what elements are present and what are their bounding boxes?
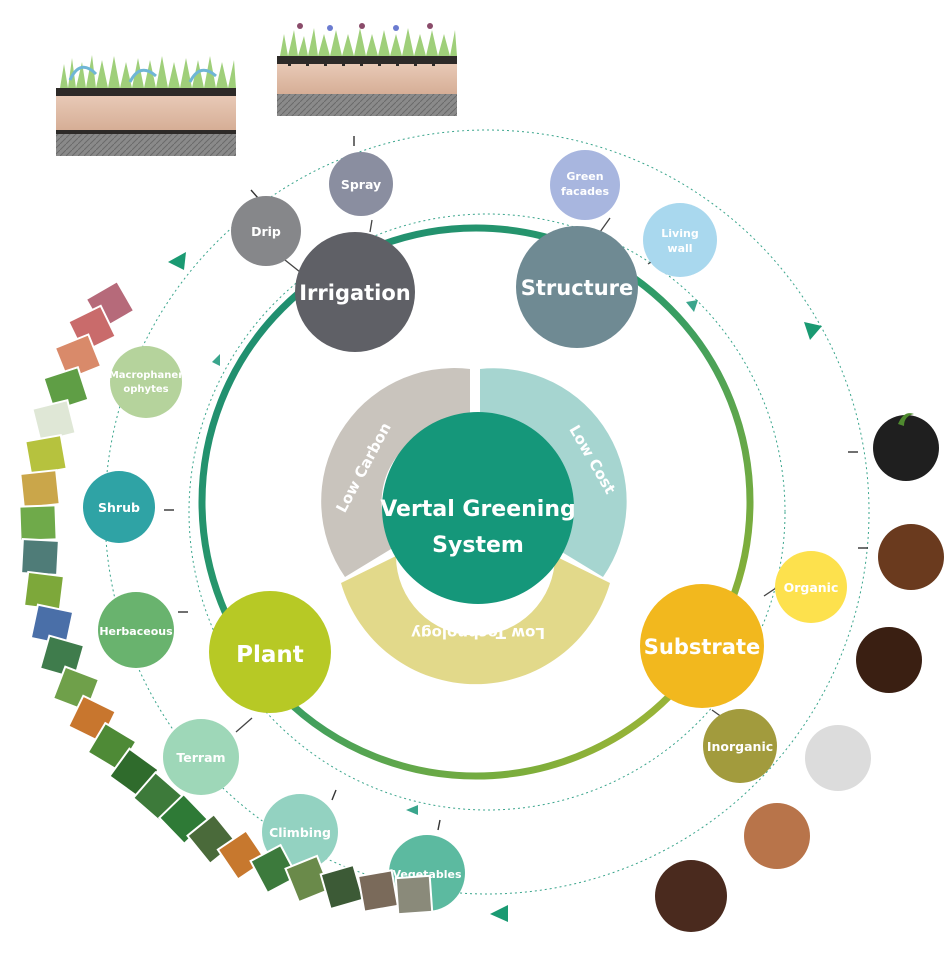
terram-node	[163, 719, 239, 795]
spray-node	[329, 152, 393, 216]
structure-label: Structure	[521, 276, 634, 300]
center-title-line2: System	[432, 533, 524, 558]
orbit-arrow-icon	[490, 905, 508, 922]
outer-orbit-ring	[104, 129, 870, 895]
drip-label: Drip	[251, 224, 281, 239]
terram-label: Terram	[176, 750, 225, 765]
orbit-arrow-icon	[686, 300, 698, 312]
orbit-arrow-icon	[168, 252, 186, 270]
substrate-photos	[655, 413, 944, 932]
plant-hub	[209, 591, 331, 713]
center-title-line1: Vertal Greening	[380, 497, 576, 522]
shrub-node	[83, 471, 155, 543]
shrub-label: Shrub	[98, 500, 140, 515]
substrate-sample-2	[878, 524, 944, 590]
substrate-label: Substrate	[644, 635, 760, 659]
living-wall-label-line2: wall	[667, 242, 692, 255]
substrate-hub	[640, 584, 764, 708]
green-facades-label-line2: facades	[561, 185, 609, 198]
structure-hub	[516, 226, 638, 348]
organic-node	[775, 551, 847, 623]
spray-irrigation-illustration	[277, 23, 457, 116]
inner-orbit-ring	[188, 213, 786, 811]
irrigation-label: Irrigation	[299, 281, 411, 305]
macrophanerophytes-node	[110, 346, 182, 418]
inorganic-node	[703, 709, 777, 783]
herbaceous-label: Herbaceous	[99, 625, 173, 638]
low-technology-label: Low Technology	[411, 624, 545, 642]
climbing-label: Climbing	[269, 825, 331, 840]
macrophanerophytes-label-line1: Macrophaner	[109, 370, 183, 381]
spray-label: Spray	[341, 177, 381, 192]
living-wall-label-line1: Living	[661, 227, 698, 240]
main-system-ring	[198, 224, 754, 780]
low-technology-segment	[341, 556, 610, 685]
substrate-sample-3	[856, 627, 922, 693]
orbit-arrow-icon	[406, 805, 418, 815]
inorganic-label: Inorganic	[707, 739, 773, 754]
macrophanerophytes-label-line2: ophytes	[123, 384, 168, 395]
orbit-arrow-icon	[804, 322, 822, 340]
drip-irrigation-illustration	[56, 55, 236, 156]
substrate-sample-1	[873, 415, 939, 481]
organic-label: Organic	[784, 580, 839, 595]
irrigation-hub	[295, 232, 415, 352]
center-system-circle	[382, 412, 574, 604]
orbit-arrow-icon	[212, 354, 220, 366]
plant-photo-strip	[18, 279, 434, 916]
substrate-sample-4	[805, 725, 871, 791]
low-carbon-segment	[321, 368, 470, 577]
drip-node	[231, 196, 301, 266]
substrate-sample-6	[655, 860, 727, 932]
green-facades-node	[550, 150, 620, 220]
green-facades-label-line1: Green	[566, 170, 603, 183]
herbaceous-node	[98, 592, 174, 668]
living-wall-node	[643, 203, 717, 277]
plant-label: Plant	[236, 642, 304, 668]
substrate-sample-5	[744, 803, 810, 869]
